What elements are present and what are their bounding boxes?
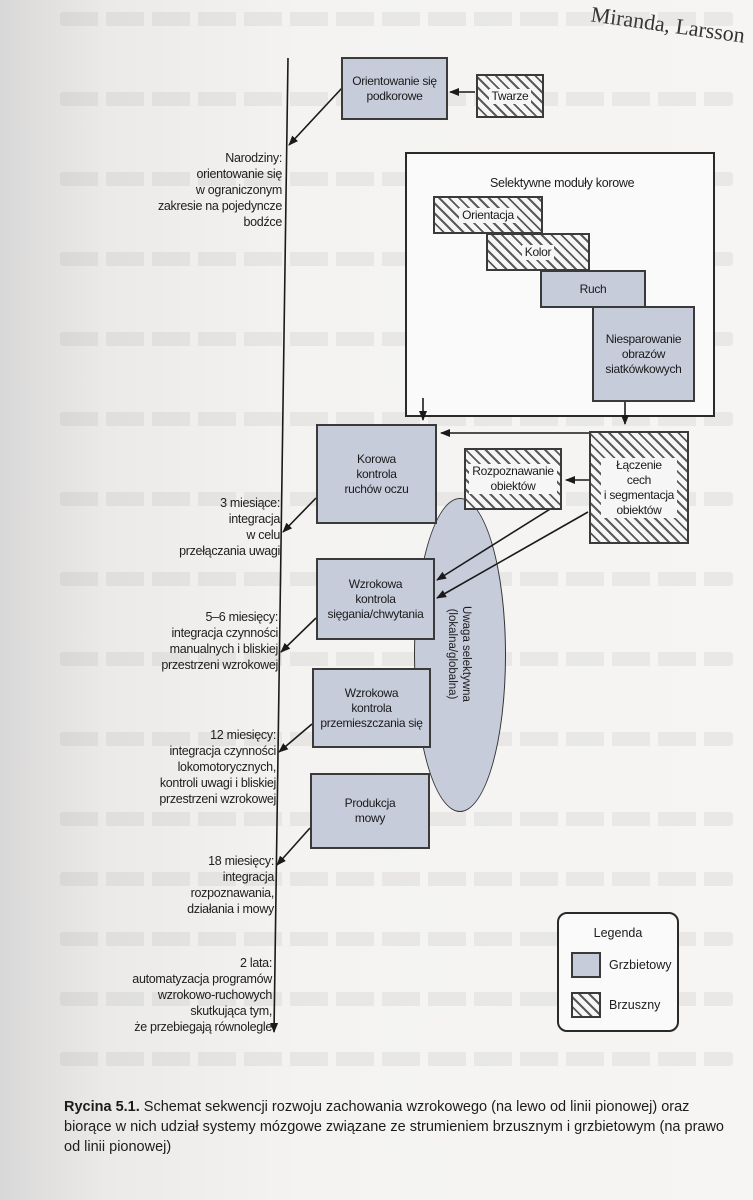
cortical-modules-title: Selektywne moduły korowe [490, 176, 635, 190]
figure-caption: Rycina 5.1. Schemat sekwencji rozwoju za… [64, 1097, 724, 1157]
legend: Legenda Grzbietowy Brzuszny [557, 912, 679, 1032]
print-through [60, 1052, 733, 1066]
legend-label-dorsal: Grzbietowy [609, 958, 672, 972]
box-object-recognition-label: Rozpoznawanie obiektów [469, 464, 557, 494]
box-object-recognition: Rozpoznawanie obiektów [464, 448, 562, 510]
box-faces: Twarze [476, 74, 544, 118]
timeline-12-months: 12 miesięcy: integracja czynności lokomo… [159, 728, 276, 806]
selective-attention-ellipse [414, 498, 506, 812]
arrow-korowa-3m [282, 497, 317, 533]
box-speech-production: Produkcja mowy [310, 773, 430, 849]
legend-swatch-ventral [571, 992, 601, 1018]
figure-caption-text: Schemat sekwencji rozwoju zachowania wzr… [64, 1099, 724, 1155]
timeline-axis [270, 57, 289, 1033]
figure-caption-label: Rycina 5.1. [64, 1099, 140, 1115]
box-feature-binding-label: Łączenie cech i segmentacja obiektów [600, 457, 678, 518]
arrow-produkcja-18m [276, 827, 311, 866]
arrow-laczenie-siegania [436, 511, 589, 599]
arrow-orient-birth [288, 87, 343, 146]
print-through [60, 652, 733, 666]
arrow-przemieszczania-12m [278, 723, 313, 753]
box-faces-label: Twarze [488, 88, 532, 104]
legend-swatch-dorsal [571, 952, 601, 978]
box-retinal-disparity: Niesparowanie obrazów siatkówkowych [592, 306, 695, 402]
box-color: Kolor [486, 233, 590, 271]
box-orientation: Orientacja [433, 196, 543, 234]
print-through [60, 872, 733, 886]
arrow-rozpoznawanie-siegania [436, 505, 556, 581]
arrow-siegania-5m [280, 617, 317, 653]
print-through [60, 12, 733, 26]
legend-title: Legenda [593, 926, 643, 940]
box-subcortical-orienting: Orientowanie się podkorowe [341, 57, 448, 120]
box-feature-binding-segmentation: Łączenie cech i segmentacja obiektów [589, 431, 689, 544]
box-visual-locomotion-control: Wzrokowa kontrola przemieszczania się [312, 668, 431, 748]
box-cortical-eye-movement-control: Korowa kontrola ruchów oczu [316, 424, 437, 524]
timeline-birth: Narodziny: orientowanie się w ograniczon… [157, 151, 282, 229]
legend-label-ventral: Brzuszny [609, 998, 661, 1012]
timeline-5-6-months: 5–6 miesięcy: integracja czynności manua… [161, 610, 278, 672]
box-orientation-label: Orientacja [459, 207, 517, 223]
box-color-label: Kolor [521, 244, 555, 260]
box-motion: Ruch [540, 270, 646, 308]
timeline-18-months: 18 miesięcy: integracja rozpoznawania, d… [187, 854, 274, 916]
timeline-3-months: 3 miesiące: integracja w celu przełączan… [179, 496, 280, 558]
box-visual-reaching-control: Wzrokowa kontrola sięgania/chwytania [316, 558, 435, 640]
timeline-2-years: 2 lata: automatyzacja programów wzrokowo… [132, 956, 272, 1034]
